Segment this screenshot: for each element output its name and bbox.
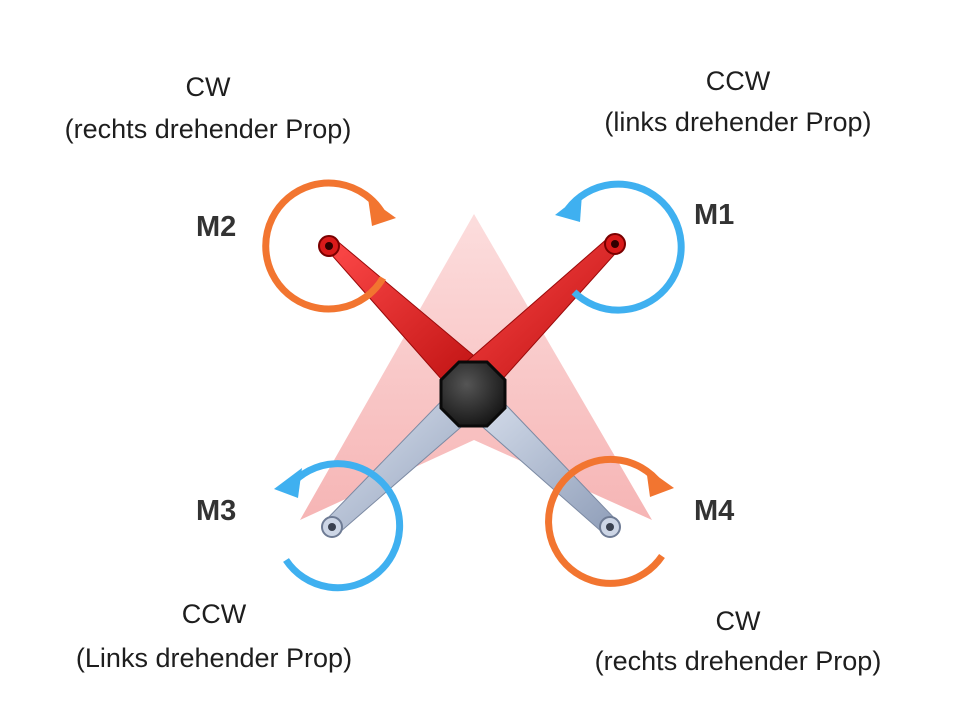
- m3-description-label: (Links drehender Prop): [76, 643, 352, 673]
- motor-m4-label: M4: [694, 495, 734, 527]
- center-hub: [439, 360, 507, 428]
- m4-description-label: (rechts drehender Prop): [595, 646, 882, 676]
- m3-arrow-head-icon: [274, 468, 302, 498]
- motor-mounts: [318, 233, 626, 538]
- m4-direction-label: CW: [716, 606, 761, 636]
- m2-cw-rotation-arrow: [262, 179, 387, 313]
- m1-direction-label: CCW: [706, 66, 771, 96]
- m1-description-label: (links drehender Prop): [604, 107, 871, 137]
- m2-description-label: (rechts drehender Prop): [65, 114, 352, 144]
- m2-arrow-head-icon: [368, 198, 396, 226]
- motor-m1-label: M1: [694, 199, 734, 231]
- m1-ccw-rotation-arrow: [565, 180, 685, 314]
- m2-direction-label: CW: [186, 72, 231, 102]
- m1-arrow-head-icon: [555, 194, 582, 222]
- motor-m3-label: M3: [196, 495, 236, 527]
- m3-ccw-rotation-arrow: [283, 460, 404, 592]
- rotation-arrows: [262, 179, 685, 592]
- m4-arrow-head-icon: [646, 468, 674, 497]
- m3-direction-label: CCW: [182, 599, 247, 629]
- m4-cw-rotation-arrow: [545, 455, 665, 587]
- motor-m2-label: M2: [196, 211, 236, 243]
